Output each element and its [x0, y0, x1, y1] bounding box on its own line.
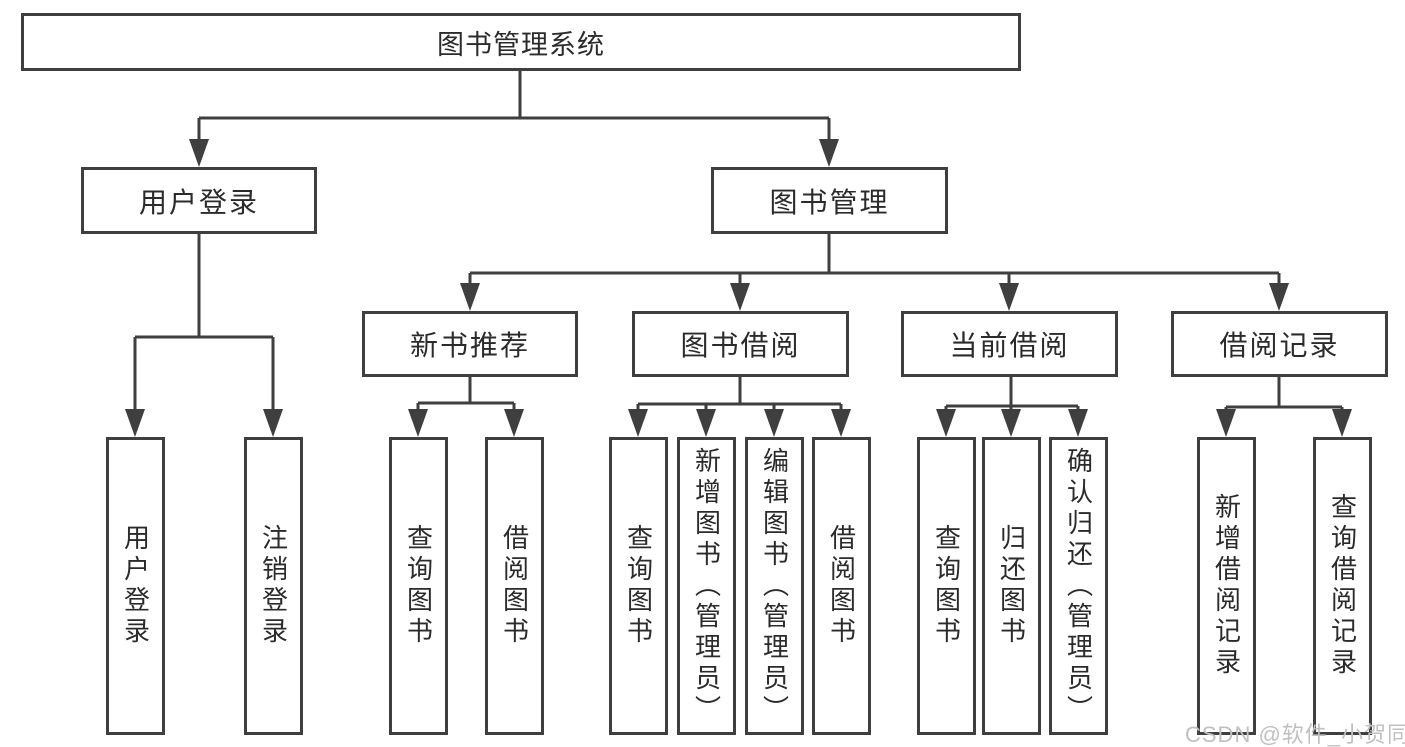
leaf-label: 新增借阅记录 [1211, 493, 1242, 679]
leaf-label: 注销登录 [258, 524, 289, 648]
node-book-borrow: 图书借阅 [632, 311, 849, 377]
leaf-edit-books-admin: 编辑图书（管理员） [745, 437, 804, 735]
leaf-add-borrow-record: 新增借阅记录 [1197, 437, 1256, 735]
leaf-borrow-books: 借阅图书 [812, 437, 871, 735]
leaf-label: 归还图书 [996, 524, 1027, 648]
leaf-logout-login: 注销登录 [244, 437, 303, 735]
node-label: 新书推荐 [409, 330, 530, 361]
leaf-label: 用户登录 [120, 524, 151, 648]
leaf-label: 查询图书 [931, 524, 962, 648]
leaf-query-borrow-record: 查询借阅记录 [1313, 437, 1372, 735]
leaf-label: 确认归还（管理员） [1063, 446, 1094, 726]
node-label: 图书管理系统 [437, 29, 605, 60]
csdn-watermark: CSDN @软件_小贺同学 [1185, 722, 1405, 747]
leaf-add-books-admin: 新增图书（管理员） [677, 437, 736, 735]
leaf-label: 查询图书 [623, 524, 654, 648]
arrowheads [125, 139, 1352, 437]
node-borrow-records: 借阅记录 [1171, 311, 1388, 377]
node-library-management-system: 图书管理系统 [21, 13, 1021, 71]
leaf-confirm-return-admin: 确认归还（管理员） [1049, 437, 1108, 735]
leaf-label: 编辑图书（管理员） [759, 446, 790, 726]
leaf-query-books: 查询图书 [917, 437, 976, 735]
leaf-label: 查询图书 [403, 524, 434, 648]
node-current-borrow: 当前借阅 [901, 311, 1118, 377]
node-label: 借阅记录 [1219, 330, 1340, 361]
leaf-query-books: 查询图书 [609, 437, 668, 735]
leaf-label: 借阅图书 [499, 524, 530, 648]
leaf-borrow-books: 借阅图书 [485, 437, 544, 735]
node-label: 图书管理 [769, 186, 890, 218]
node-label: 当前借阅 [949, 330, 1070, 361]
leaf-label: 查询借阅记录 [1327, 493, 1358, 679]
leaf-return-books: 归还图书 [982, 437, 1041, 735]
leaf-user-login: 用户登录 [106, 437, 165, 735]
leaf-label: 新增图书（管理员） [691, 446, 722, 726]
node-book-management: 图书管理 [711, 167, 948, 234]
leaf-query-books: 查询图书 [389, 437, 448, 735]
node-user-login: 用户登录 [81, 167, 317, 234]
node-label: 图书借阅 [680, 330, 801, 361]
leaf-label: 借阅图书 [826, 524, 857, 648]
node-label: 用户登录 [138, 186, 259, 218]
node-new-book-recommend: 新书推荐 [362, 311, 578, 377]
